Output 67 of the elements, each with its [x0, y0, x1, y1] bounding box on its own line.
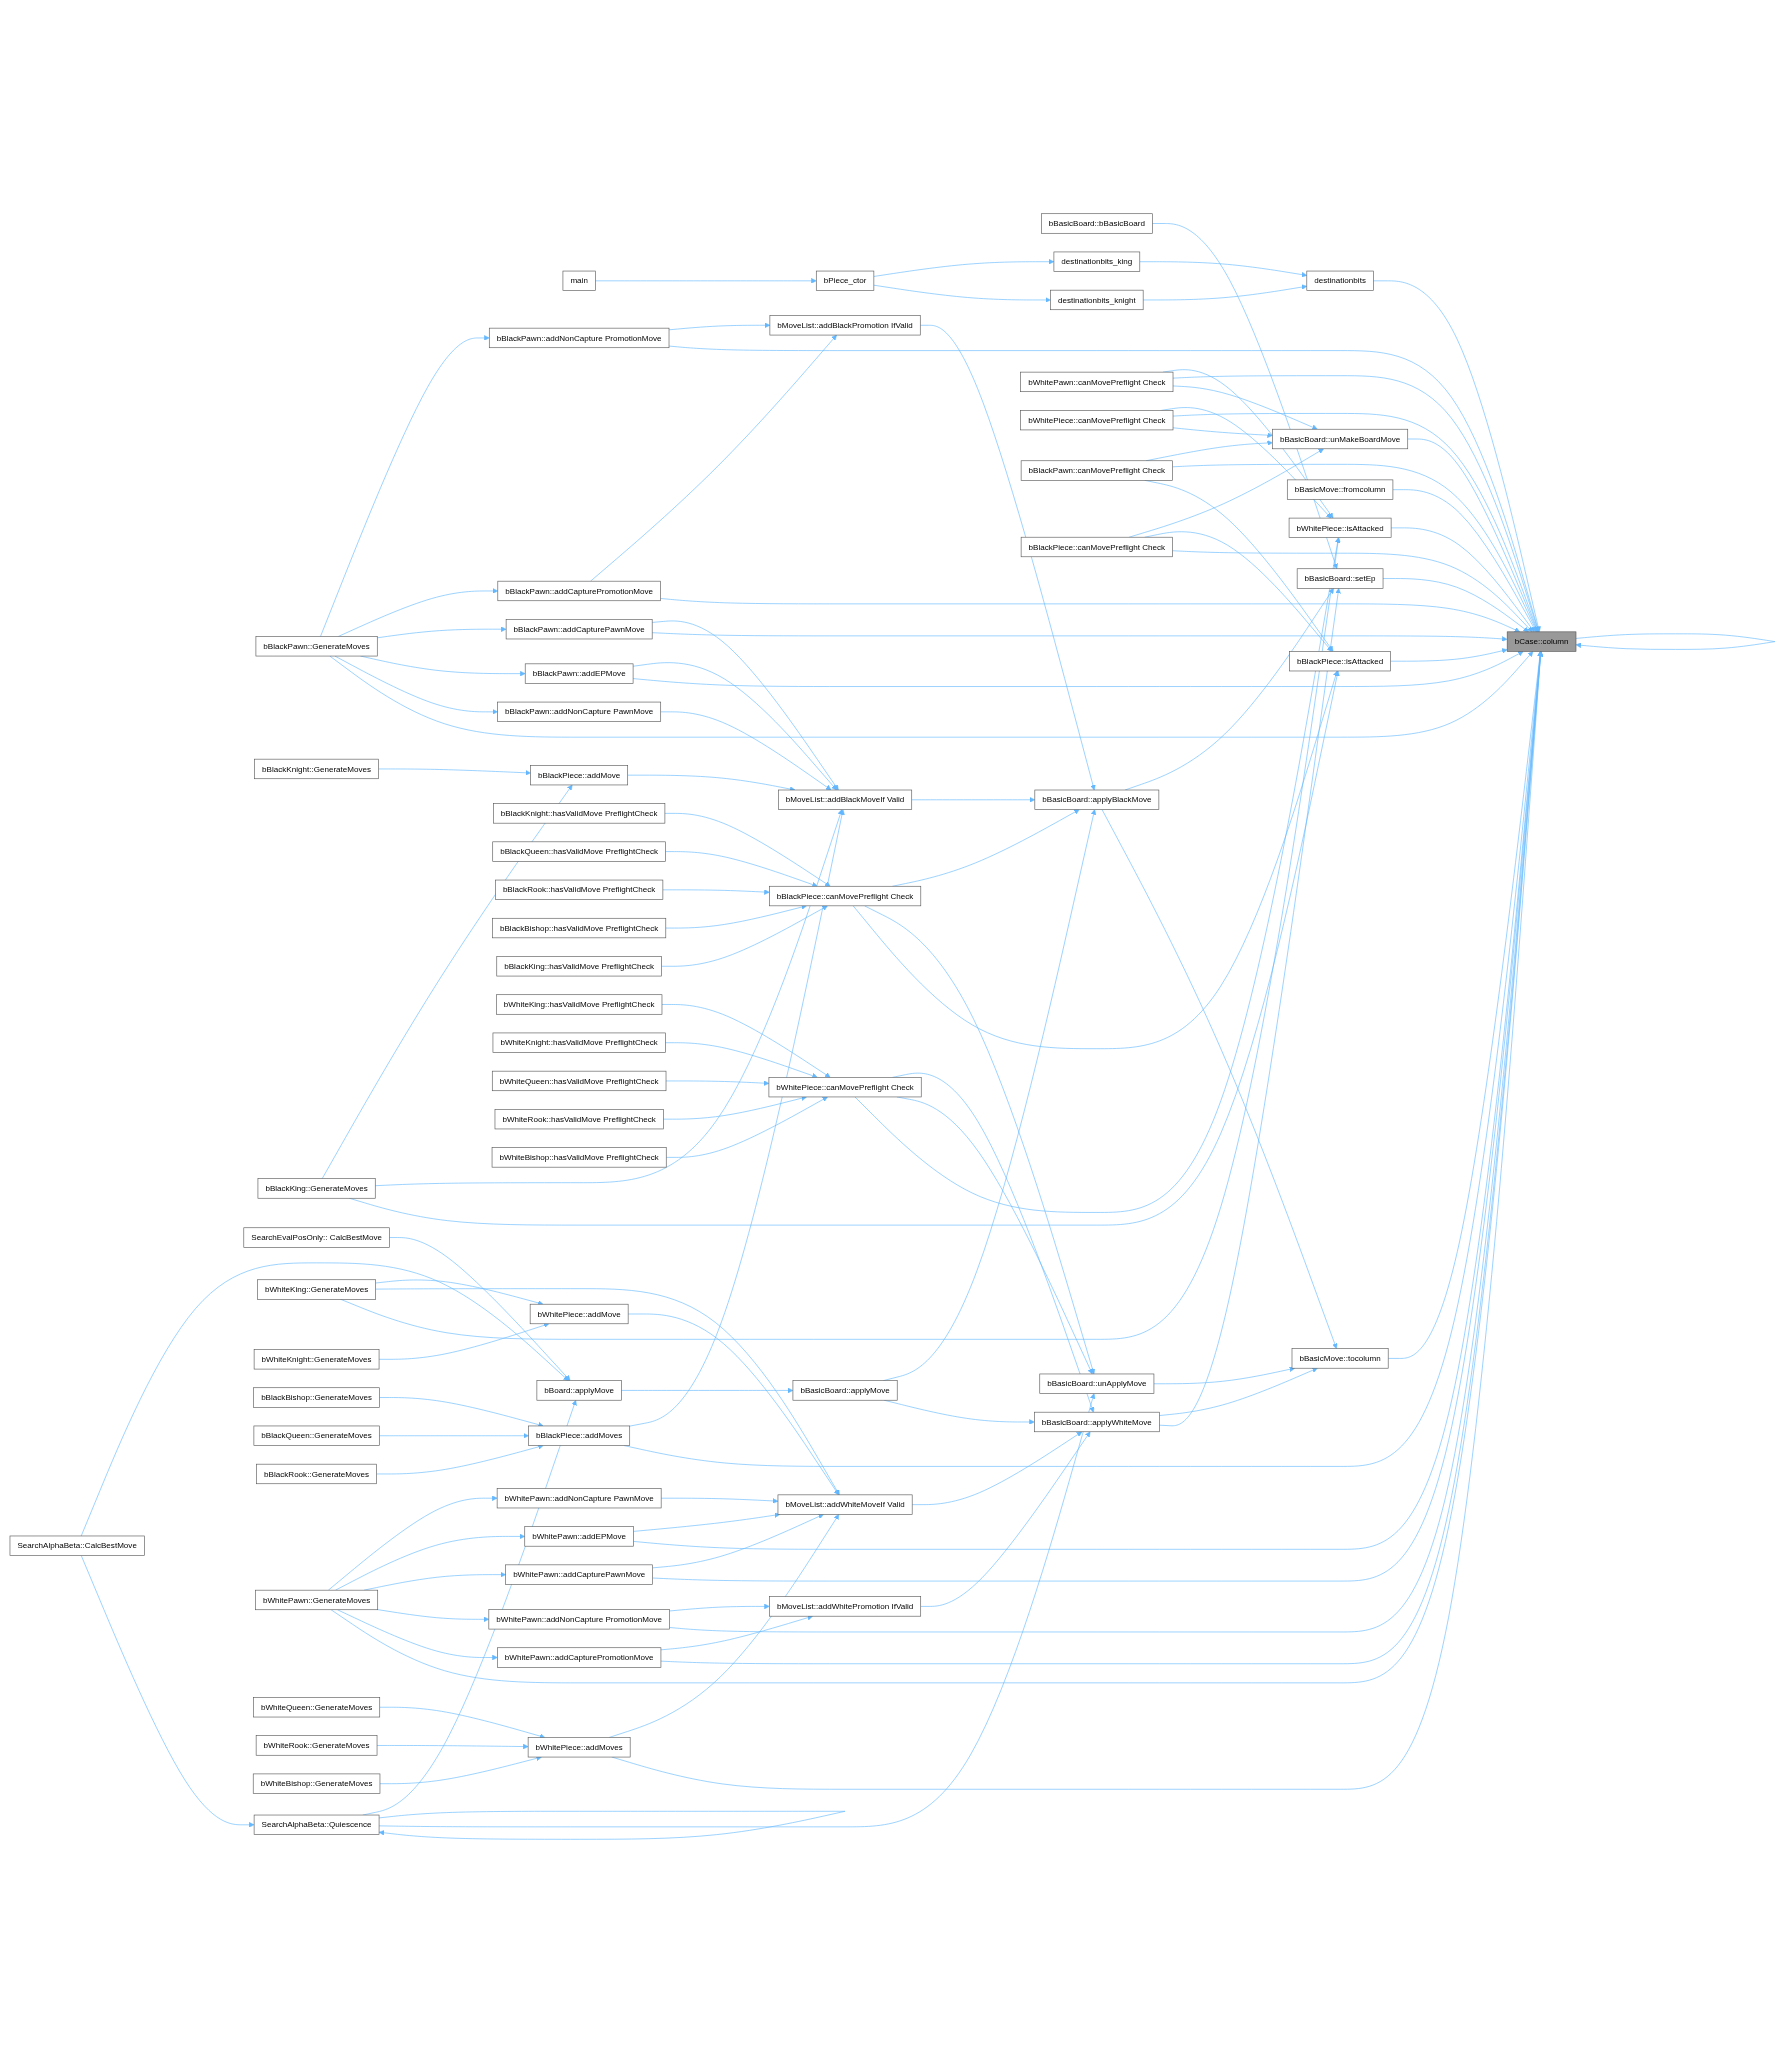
- node-box: bWhitePawn::GenerateMoves: [255, 1589, 379, 1611]
- node-box: bPiece_ctor: [815, 270, 875, 291]
- node-box: bBlackPiece::addMoves: [528, 1425, 631, 1446]
- node-box: bWhiteKing::GenerateMoves: [257, 1279, 376, 1300]
- node-box: bWhiteKnight::hasValidMove PreflightCheck: [492, 1032, 666, 1053]
- node-box: bBasicBoard::unMakeBoardMove: [1272, 428, 1409, 450]
- node-box: destinationbits: [1306, 270, 1374, 291]
- node-box: main: [562, 270, 596, 291]
- node-box: bBlackRook::hasValidMove PreflightCheck: [495, 879, 664, 900]
- node-box: bBlackPawn::addEPMove: [524, 663, 634, 684]
- node-box: bBasicBoard::applyBlackMove: [1034, 789, 1160, 810]
- node-box: bBlackPawn::addCapturePromotionMove: [497, 580, 661, 602]
- node-box: bWhiteBishop::GenerateMoves: [252, 1773, 381, 1794]
- node-box: bBlackPiece::addMove: [530, 765, 628, 786]
- node-box: destinationbits_knight: [1050, 289, 1144, 311]
- node-box: bWhitePiece::canMovePreflight Check: [1020, 410, 1174, 431]
- node-box: bBlackQueen::hasValidMove PreflightCheck: [492, 841, 666, 862]
- node-box: bWhitePawn::addNonCapture PromotionMove: [488, 1609, 670, 1630]
- node-box: bBlackBishop::hasValidMove PreflightCheck: [492, 917, 667, 939]
- node-box: bWhitePiece::addMoves: [527, 1737, 631, 1758]
- node-box: bBlackPawn::addNonCapture PromotionMove: [488, 327, 670, 349]
- node-box: SearchAlphaBeta::Quiescence: [253, 1814, 380, 1835]
- node-box: bBasicBoard::applyWhiteMove: [1034, 1411, 1160, 1433]
- node-box: bBasicBoard::applyMove: [792, 1380, 898, 1401]
- node-box: bBlackPiece::canMovePreflight Check: [1020, 536, 1173, 558]
- node-box: bBlackKing::GenerateMoves: [257, 1178, 376, 1199]
- node-box: bWhitePawn::addCapturePromotionMove: [497, 1647, 662, 1668]
- node-box: bWhiteQueen::GenerateMoves: [253, 1697, 381, 1718]
- node-box: bBasicBoard::setEp: [1296, 568, 1384, 589]
- node-box: bWhiteKnight::GenerateMoves: [253, 1349, 380, 1370]
- node-box: SearchEvalPosOnly:: CalcBestMove: [243, 1227, 390, 1248]
- node-box: bBlackPawn::canMovePreflight Check: [1020, 460, 1173, 481]
- node-box: bBlackRook::GenerateMoves: [256, 1463, 377, 1485]
- node-box: bBasicMove::tocolumn: [1291, 1348, 1389, 1369]
- node-box: bBasicMove::fromcolumn: [1286, 479, 1394, 500]
- node-box: bBlackBishop::GenerateMoves: [253, 1387, 380, 1408]
- node-box: bWhitePawn::addNonCapture PawnMove: [496, 1488, 662, 1509]
- node-box: bBasicBoard::bBasicBoard: [1041, 213, 1153, 234]
- node-box: bWhiteKing::hasValidMove PreflightCheck: [496, 994, 663, 1015]
- node-box: destinationbits_king: [1053, 251, 1141, 272]
- node-box: bWhitePiece::canMovePreflight Check: [768, 1077, 922, 1098]
- node-box: bBlackQueen::GenerateMoves: [253, 1425, 380, 1446]
- node-box: bBlackKing::hasValidMove PreflightCheck: [496, 956, 662, 977]
- node-box: bBlackPawn::addCapturePawnMove: [505, 619, 653, 640]
- node-box: bWhiteRook::GenerateMoves: [255, 1735, 378, 1756]
- node-box: bBlackKnight::hasValidMove PreflightCheck: [493, 803, 666, 824]
- node-box: bMoveList::addBlackMoveIf Valid: [778, 789, 913, 810]
- node-box: bBasicBoard::unApplyMove: [1039, 1373, 1155, 1394]
- node-box: bBoard::applyMove: [536, 1380, 622, 1401]
- node-box: bCase::column: [1506, 631, 1577, 652]
- node-box: bMoveList::addWhiteMoveIf Valid: [777, 1494, 913, 1515]
- node-box: bWhiteQueen::hasValidMove PreflightCheck: [491, 1070, 667, 1092]
- node-box: bBlackPawn::GenerateMoves: [255, 636, 378, 657]
- node-box: bWhitePiece::isAttacked: [1288, 517, 1392, 538]
- node-box: bWhiteBishop::hasValidMove PreflightCheck: [491, 1147, 667, 1168]
- node-box: bWhitePiece::addMove: [529, 1303, 629, 1325]
- node-box: bBlackPiece::canMovePreflight Check: [769, 885, 922, 907]
- node-box: bMoveList::addBlackPromotion IfValid: [769, 315, 921, 336]
- node-box: bWhiteRook::hasValidMove PreflightCheck: [494, 1109, 664, 1130]
- node-box: bMoveList::addWhitePromotion IfValid: [769, 1596, 922, 1617]
- node-box: bWhitePawn::addCapturePawnMove: [505, 1564, 653, 1585]
- node-box: SearchAlphaBeta::CalcBestMove: [9, 1535, 145, 1556]
- node-box: bBlackKnight::GenerateMoves: [254, 758, 379, 780]
- node-box: bWhitePawn::addEPMove: [524, 1526, 634, 1547]
- node-box: bWhitePawn::canMovePreflight Check: [1020, 371, 1174, 392]
- node-box: bBlackPawn::addNonCapture PawnMove: [497, 701, 661, 722]
- node-box: bBlackPiece::isAttacked: [1289, 651, 1391, 672]
